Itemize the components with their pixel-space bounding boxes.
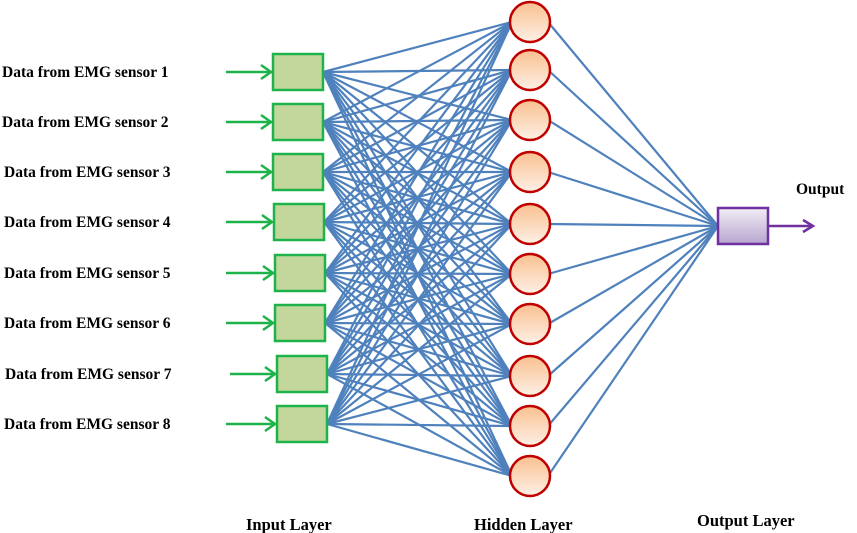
connection-input-7-hidden-1 [326, 21, 513, 375]
hidden-layer [508, 0, 552, 498]
connection-input-8-hidden-6 [326, 273, 513, 425]
input-node-4: Data from EMG sensor 4 [4, 202, 326, 242]
connection-input-8-hidden-4 [326, 171, 513, 425]
hidden-layer-label: Hidden Layer [474, 515, 573, 533]
input-arrow-head-icon-3 [260, 163, 274, 181]
output-arrow-head-icon [802, 218, 816, 234]
connection-hidden-6-output [547, 224, 719, 276]
connection-hidden-8-output [547, 225, 719, 377]
connection-input-8-hidden-1 [326, 21, 513, 425]
connection-input-2-hidden-1 [322, 21, 513, 123]
connection-input-4-hidden-1 [323, 21, 513, 223]
hidden-node-9 [508, 404, 552, 448]
input-box-1 [271, 52, 325, 92]
connection-hidden-4-output [547, 170, 719, 228]
connection-hidden-3-output [547, 119, 719, 227]
connection-input-8-hidden-9 [326, 422, 513, 428]
connection-hidden-5-output [547, 222, 719, 228]
input-box-3 [271, 152, 325, 192]
hidden-node-5 [508, 202, 552, 246]
input-label-1: Data from EMG sensor 1 [2, 64, 168, 81]
input-node-7: Data from EMG sensor 7 [5, 354, 329, 394]
hidden-node-10 [508, 454, 552, 498]
input-arrow-head-icon-6 [262, 314, 276, 332]
input-label-7: Data from EMG sensor 7 [5, 366, 172, 383]
connection-hidden-2-output [547, 69, 719, 227]
input-box-2 [271, 102, 325, 142]
input-label-3: Data from EMG sensor 3 [4, 164, 171, 181]
input-arrow-head-icon-2 [260, 113, 274, 131]
input-box-6 [273, 303, 327, 343]
input-node-3: Data from EMG sensor 3 [4, 152, 325, 192]
output-label: Output [796, 181, 845, 198]
connection-input-4-hidden-2 [323, 69, 513, 223]
input-layer-label: Input Layer [246, 515, 332, 533]
connection-input-5-hidden-1 [324, 21, 513, 274]
input-arrow-head-icon-5 [262, 264, 276, 282]
input-node-2: Data from EMG sensor 2 [2, 102, 325, 142]
connection-hidden-9-output [547, 225, 719, 427]
input-arrow-head-icon-8 [264, 415, 278, 433]
hidden-node-1 [508, 0, 552, 44]
input-box-5 [273, 253, 327, 293]
connections [322, 20, 719, 478]
output-box [716, 206, 770, 246]
hidden-node-6 [508, 252, 552, 296]
input-box-8 [275, 404, 329, 444]
connection-input-8-hidden-8 [326, 374, 513, 426]
input-layer: Data from EMG sensor 1 Data from EMG sens… [2, 52, 329, 444]
hidden-node-4 [508, 150, 552, 194]
hidden-node-7 [508, 302, 552, 346]
input-label-6: Data from EMG sensor 6 [4, 315, 171, 332]
connection-hidden-10-output [547, 225, 719, 477]
input-node-8: Data from EMG sensor 8 [4, 404, 329, 444]
connection-input-3-hidden-1 [322, 21, 513, 173]
connection-hidden-7-output [547, 225, 719, 325]
input-box-4 [272, 202, 326, 242]
input-node-6: Data from EMG sensor 6 [4, 303, 327, 343]
input-node-1: Data from EMG sensor 1 [2, 52, 325, 92]
input-box-7 [275, 354, 329, 394]
input-node-5: Data from EMG sensor 5 [4, 253, 327, 293]
hidden-node-3 [508, 98, 552, 142]
output-node: Output [716, 181, 845, 246]
connection-input-1-hidden-1 [322, 20, 513, 74]
connection-input-8-hidden-7 [326, 323, 513, 425]
input-arrow-head-icon-7 [264, 365, 278, 383]
input-arrow-head-icon-4 [261, 213, 275, 231]
connection-hidden-1-output [547, 21, 719, 227]
input-label-5: Data from EMG sensor 5 [4, 265, 171, 282]
connection-input-8-hidden-10 [326, 422, 513, 478]
connection-input-8-hidden-3 [326, 119, 513, 425]
hidden-node-8 [508, 354, 552, 398]
hidden-node-2 [508, 48, 552, 92]
connection-input-6-hidden-3 [324, 119, 513, 324]
input-label-8: Data from EMG sensor 8 [4, 416, 171, 433]
connection-input-6-hidden-1 [324, 21, 513, 324]
output-layer: Output [716, 181, 845, 246]
connection-input-6-hidden-2 [324, 69, 513, 324]
connection-input-8-hidden-5 [326, 223, 513, 425]
connection-input-8-hidden-2 [326, 69, 513, 425]
input-label-2: Data from EMG sensor 2 [2, 114, 169, 131]
output-layer-label: Output Layer [697, 511, 795, 530]
input-label-4: Data from EMG sensor 4 [4, 214, 171, 231]
input-arrow-head-icon-1 [260, 63, 274, 81]
